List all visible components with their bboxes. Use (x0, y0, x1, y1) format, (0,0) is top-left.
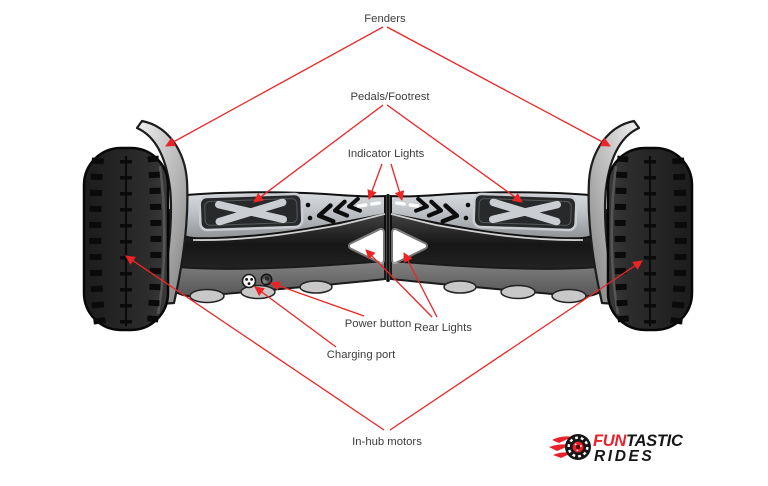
label-charging-port: Charging port (327, 349, 396, 361)
brand-logo: FUNTASTIC RIDES (549, 432, 684, 465)
body-skirt (167, 259, 386, 298)
annotation-line-power (270, 281, 365, 317)
left-half-unit (82, 119, 386, 332)
hoverboard-illustration (82, 119, 692, 332)
annotation-line-pedals-left (253, 104, 384, 203)
label-power-button: Power button (345, 318, 412, 330)
annotation-line-rear-right (403, 252, 438, 318)
deck-highlight (192, 213, 386, 241)
flaming-wheel-icon (549, 434, 591, 460)
brand-name-line1: FUNTASTIC (593, 432, 684, 450)
indicator-light (356, 201, 381, 208)
right-half-unit (391, 121, 692, 330)
pedal-footpad (198, 192, 304, 232)
annotation-line-inhub-right (389, 260, 643, 431)
label-pedals-footrest: Pedals/Footrest (350, 91, 430, 103)
charging-port (241, 273, 257, 289)
annotation-line-charging (254, 286, 337, 348)
annotation-line-fenders-left (165, 26, 384, 147)
brand-name-line2: RIDES (594, 448, 654, 465)
fender (135, 119, 189, 306)
annotation-line-inhub-left (125, 255, 385, 431)
power-button (260, 273, 273, 286)
annotation-line-rear-left (365, 249, 433, 318)
label-indicator-lights: Indicator Lights (348, 148, 425, 160)
annotation-line-indicator-left (367, 163, 383, 200)
label-rear-lights: Rear Lights (414, 322, 472, 334)
rubber-foot (189, 288, 225, 304)
annotation-line-indicator-right (390, 163, 405, 201)
label-inhub-motors: In-hub motors (352, 436, 422, 448)
chevron-decoration (305, 196, 362, 224)
rubber-foot (299, 280, 333, 294)
annotation-line-pedals-right (386, 104, 523, 203)
center-gap (386, 194, 390, 282)
annotation-line-fenders-right (386, 26, 611, 147)
annotation-lines (125, 26, 643, 431)
annotation-labels: Fenders Pedals/Footrest Indicator Lights… (327, 13, 472, 448)
wheel (82, 146, 170, 332)
label-fenders: Fenders (364, 13, 406, 25)
